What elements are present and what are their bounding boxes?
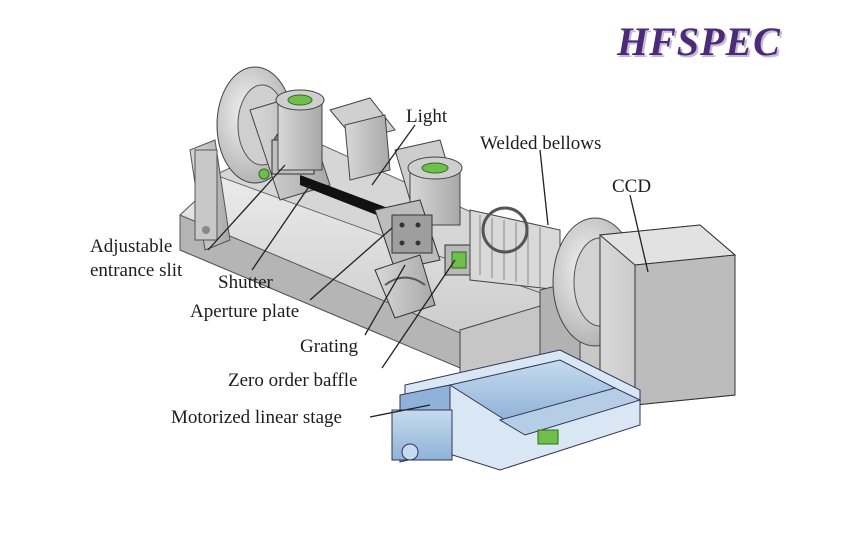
left-pedestal xyxy=(189,139,231,251)
welded-bellows xyxy=(469,206,561,291)
grating-mount xyxy=(374,254,436,319)
label-grating: Grating xyxy=(300,336,359,357)
label-motorized-linear-stage: Motorized linear stage xyxy=(171,407,342,428)
label-light: Light xyxy=(406,106,448,127)
motorized-linear-stage xyxy=(391,349,642,471)
leader-welded-bellows xyxy=(539,149,549,226)
label-welded-bellows: Welded bellows xyxy=(480,133,602,154)
leader-light xyxy=(371,124,416,186)
leader-ccd xyxy=(629,194,649,273)
aperture-housing xyxy=(374,199,441,271)
leader-motorized-stage xyxy=(369,404,431,418)
label-shutter: Shutter xyxy=(218,272,273,293)
leader-lines xyxy=(207,124,649,418)
leader-shutter xyxy=(251,184,311,271)
label-entrance-slit: entrance slit xyxy=(90,260,183,281)
ccd-camera-box xyxy=(598,224,737,406)
label-adjustable: Adjustable xyxy=(90,236,173,257)
leader-grating xyxy=(364,264,406,336)
leader-zero-order-baffle xyxy=(381,259,456,369)
top-port-right xyxy=(407,156,463,226)
diagram-title: HFSPEC xyxy=(617,19,781,64)
leader-adjustable-slit xyxy=(207,164,286,251)
label-zero-order-baffle: Zero order baffle xyxy=(228,370,358,391)
zero-order-baffle xyxy=(444,244,474,276)
label-aperture-plate: Aperture plate xyxy=(190,301,300,322)
leader-aperture-plate xyxy=(309,227,393,301)
label-ccd: CCD xyxy=(612,176,652,197)
top-port-left xyxy=(275,89,325,171)
